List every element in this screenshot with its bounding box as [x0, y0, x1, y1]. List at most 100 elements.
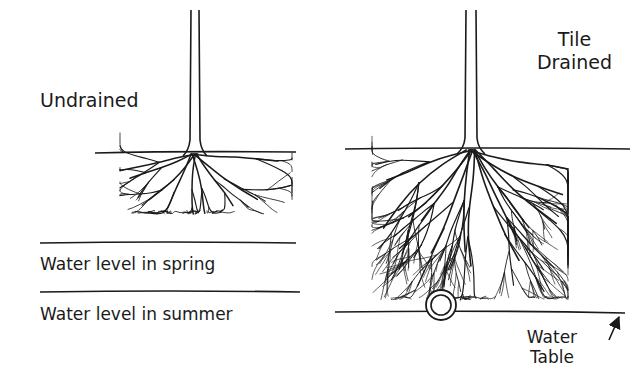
root — [120, 189, 129, 194]
root — [372, 221, 379, 226]
root — [372, 182, 386, 189]
root — [522, 288, 534, 297]
root — [192, 154, 195, 214]
root — [220, 192, 225, 212]
root — [172, 211, 188, 213]
tree-trunk — [199, 10, 207, 156]
root — [475, 150, 519, 260]
root — [533, 253, 557, 297]
root — [418, 243, 424, 273]
tree-trunk — [457, 10, 466, 154]
root — [521, 217, 542, 245]
root — [568, 182, 569, 200]
root — [386, 259, 402, 279]
root — [514, 227, 516, 247]
root — [191, 211, 198, 213]
root — [408, 249, 410, 270]
root — [568, 181, 569, 199]
water-level-label: Water level in summer — [40, 304, 300, 324]
root — [526, 229, 538, 248]
root — [542, 255, 568, 290]
root — [505, 272, 509, 297]
root — [480, 297, 495, 299]
root — [372, 201, 373, 216]
water-level-line — [40, 242, 296, 243]
root — [543, 203, 564, 204]
root — [372, 217, 379, 221]
root — [450, 201, 464, 270]
root — [120, 183, 140, 194]
root — [543, 278, 558, 297]
root — [475, 150, 556, 223]
root — [568, 252, 569, 263]
root — [561, 230, 568, 243]
root — [405, 249, 409, 271]
root — [458, 282, 460, 298]
root — [494, 272, 504, 299]
root — [372, 218, 404, 230]
root — [120, 146, 159, 162]
root — [535, 276, 549, 297]
root — [372, 194, 379, 212]
root — [372, 254, 385, 267]
root — [376, 252, 391, 275]
root — [460, 249, 470, 273]
root — [130, 182, 149, 198]
root — [372, 164, 379, 168]
root — [547, 165, 568, 203]
root — [380, 240, 393, 264]
root — [568, 224, 569, 242]
root — [387, 150, 474, 180]
root — [167, 210, 169, 213]
water-table-line — [335, 311, 625, 313]
condition-label: Tile Drained — [522, 28, 627, 74]
root — [536, 203, 552, 211]
root — [402, 259, 408, 281]
root — [372, 161, 389, 167]
root — [195, 189, 202, 214]
root — [255, 195, 284, 203]
root — [532, 230, 534, 251]
root — [282, 161, 292, 172]
root — [468, 237, 476, 298]
root — [372, 180, 391, 209]
leader-arrow — [609, 317, 619, 340]
root — [455, 230, 470, 267]
root — [538, 237, 558, 249]
root — [120, 133, 123, 152]
root — [498, 187, 544, 210]
root — [454, 255, 460, 292]
root — [386, 217, 401, 263]
root — [372, 223, 387, 225]
root — [379, 183, 419, 249]
root — [543, 193, 559, 203]
root — [556, 206, 568, 236]
root — [450, 258, 455, 286]
root — [280, 188, 292, 196]
root — [120, 168, 121, 170]
root — [376, 243, 383, 260]
root — [372, 238, 390, 246]
root — [395, 282, 412, 300]
drain-tile-bore — [431, 295, 451, 315]
root — [547, 165, 568, 176]
root — [455, 258, 465, 284]
tree-trunk — [476, 10, 485, 154]
root — [192, 190, 198, 212]
water-level-line — [40, 291, 300, 292]
root — [395, 232, 404, 246]
root — [142, 180, 174, 206]
root — [158, 211, 164, 214]
root — [543, 205, 563, 210]
root — [151, 210, 155, 212]
water-level-label: Water level in spring — [40, 254, 290, 274]
root — [372, 221, 379, 222]
root — [533, 230, 548, 242]
root — [529, 281, 531, 297]
root — [402, 183, 419, 254]
root — [256, 159, 292, 184]
drain-tile — [426, 290, 456, 320]
root — [267, 173, 290, 190]
root — [192, 154, 205, 213]
root — [543, 222, 552, 238]
